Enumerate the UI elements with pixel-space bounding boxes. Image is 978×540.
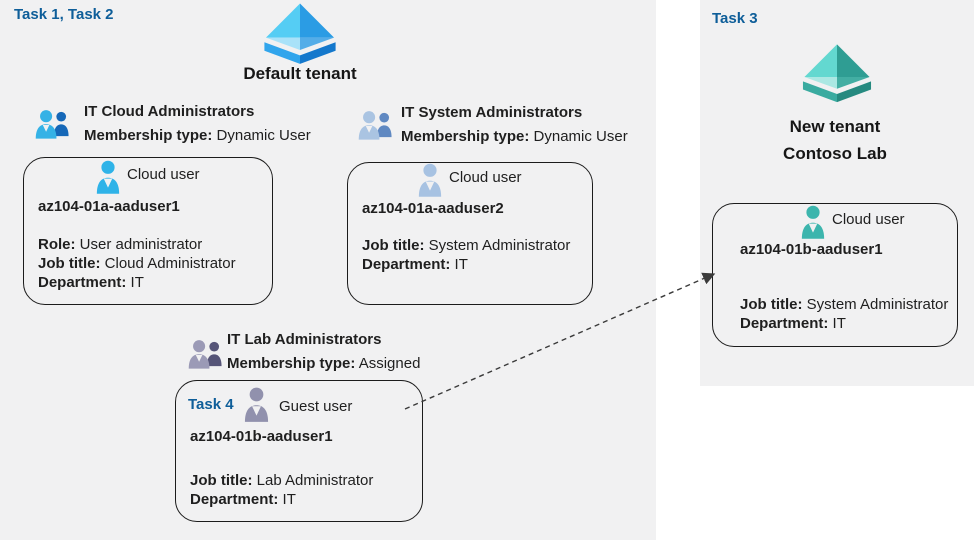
new-tenant-title-line2: Contoso Lab bbox=[783, 144, 887, 163]
task-3-label: Task 3 bbox=[712, 10, 758, 27]
field-value: Lab Administrator bbox=[256, 472, 374, 489]
user-name: az104-01b-aaduser1 bbox=[740, 241, 883, 258]
group-membership-lab-admins: Membership type: Assigned bbox=[227, 355, 420, 373]
group-icon-system-admins bbox=[358, 111, 392, 140]
user-field-department: Department: IT bbox=[38, 274, 144, 292]
user-type-label: Cloud user bbox=[832, 211, 905, 228]
cloud-user-icon bbox=[96, 160, 120, 194]
field-label: Job title: bbox=[362, 237, 425, 254]
membership-type-label: Membership type: bbox=[401, 128, 530, 145]
field-label: Department: bbox=[362, 256, 451, 273]
default-tenant-title: Default tenant bbox=[243, 64, 357, 83]
user-field-job-title: Job title: Cloud Administrator bbox=[38, 255, 236, 273]
guest-user-icon bbox=[244, 387, 269, 422]
field-label: Role: bbox=[38, 236, 76, 253]
membership-type-label: Membership type: bbox=[84, 127, 213, 144]
user-field-job-title: Job title: System Administrator bbox=[362, 237, 570, 255]
field-value: Cloud Administrator bbox=[104, 255, 236, 272]
field-label: Department: bbox=[740, 315, 829, 332]
default-tenant-panel bbox=[0, 0, 656, 540]
user-field-role: Role: User administrator bbox=[38, 236, 202, 254]
group-title-lab-admins: IT Lab Administrators bbox=[227, 331, 382, 348]
field-label: Job title: bbox=[190, 472, 253, 489]
user-card-aaduser1 bbox=[23, 157, 273, 305]
group-title-system-admins: IT System Administrators bbox=[401, 104, 583, 121]
field-label: Job title: bbox=[740, 296, 803, 313]
user-card-guest-aaduser1 bbox=[175, 380, 423, 522]
field-value: IT bbox=[130, 274, 144, 291]
field-value: System Administrator bbox=[428, 237, 571, 254]
task-4-label: Task 4 bbox=[188, 396, 234, 413]
new-tenant-title-line1: New tenant bbox=[789, 117, 881, 136]
membership-type-value: Dynamic User bbox=[216, 127, 311, 144]
membership-type-value: Dynamic User bbox=[533, 128, 628, 145]
task-1-2-label: Task 1, Task 2 bbox=[14, 6, 114, 23]
field-value: IT bbox=[454, 256, 468, 273]
user-name: az104-01a-aaduser1 bbox=[38, 198, 180, 215]
group-membership-cloud-admins: Membership type: Dynamic User bbox=[84, 127, 311, 145]
field-label: Department: bbox=[190, 491, 279, 508]
cloud-user-icon bbox=[418, 163, 442, 197]
user-name: az104-01b-aaduser1 bbox=[190, 428, 333, 445]
user-type-label: Guest user bbox=[279, 398, 353, 415]
user-field-department: Department: IT bbox=[362, 256, 468, 274]
group-membership-system-admins: Membership type: Dynamic User bbox=[401, 128, 628, 146]
user-field-job-title: Job title: System Administrator bbox=[740, 296, 948, 314]
group-title-cloud-admins: IT Cloud Administrators bbox=[84, 103, 255, 120]
azure-ad-new-tenant-icon bbox=[802, 44, 872, 103]
user-name: az104-01a-aaduser2 bbox=[362, 200, 504, 217]
membership-type-label: Membership type: bbox=[227, 355, 356, 372]
group-icon-lab-admins bbox=[188, 340, 222, 369]
user-field-job-title: Job title: Lab Administrator bbox=[190, 472, 373, 490]
field-label: Department: bbox=[38, 274, 127, 291]
user-field-department: Department: IT bbox=[190, 491, 296, 509]
field-value: IT bbox=[832, 315, 846, 332]
field-value: IT bbox=[282, 491, 296, 508]
field-label: Job title: bbox=[38, 255, 101, 272]
user-type-label: Cloud user bbox=[127, 166, 200, 183]
field-value: System Administrator bbox=[806, 296, 949, 313]
azure-ad-tenant-icon bbox=[264, 3, 336, 64]
membership-type-value: Assigned bbox=[358, 355, 421, 372]
field-value: User administrator bbox=[79, 236, 203, 253]
cloud-user-icon bbox=[801, 205, 825, 239]
user-type-label: Cloud user bbox=[449, 169, 522, 186]
user-field-department: Department: IT bbox=[740, 315, 846, 333]
group-icon-cloud-admins bbox=[35, 110, 69, 139]
